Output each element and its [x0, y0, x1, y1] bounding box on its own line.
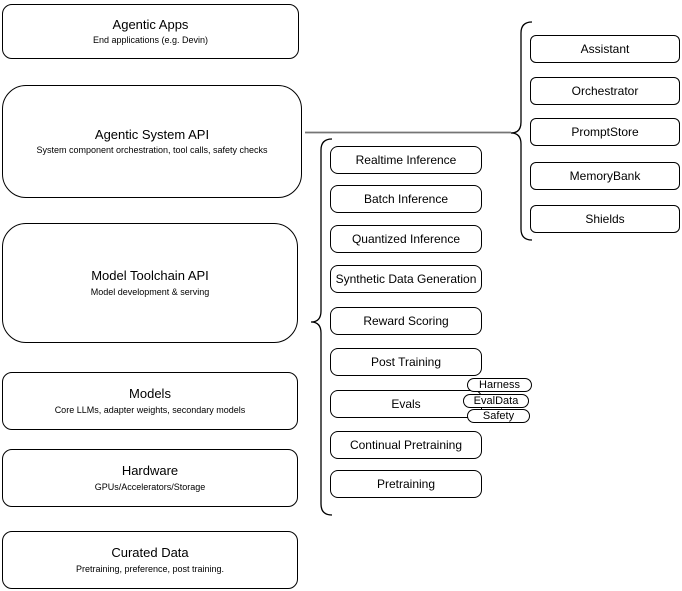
tag-safety: Safety	[467, 409, 530, 423]
node-label: Reward Scoring	[363, 314, 449, 328]
node-label: Pretraining	[376, 477, 436, 491]
node-label: Shields	[585, 212, 625, 226]
node-label: PromptStore	[571, 125, 639, 139]
node-title: Models	[129, 386, 171, 402]
node-orchestrator: Orchestrator	[530, 77, 680, 105]
tag-evaldata: EvalData	[463, 394, 529, 408]
node-realtime-inference: Realtime Inference	[330, 146, 482, 174]
node-subtitle: Pretraining, preference, post training.	[75, 563, 225, 574]
node-label: Continual Pretraining	[349, 438, 463, 452]
node-quantized-inference: Quantized Inference	[330, 225, 482, 253]
brace-toolchain	[310, 138, 333, 516]
node-post-training: Post Training	[330, 348, 482, 376]
node-agentic-system-api: Agentic System API System component orch…	[2, 85, 302, 198]
tag-label: Harness	[479, 378, 520, 391]
node-evals: Evals	[330, 390, 482, 418]
node-pretraining: Pretraining	[330, 470, 482, 498]
node-continual-pretraining: Continual Pretraining	[330, 431, 482, 459]
node-subtitle: System component orchestration, tool cal…	[36, 145, 268, 156]
node-label: MemoryBank	[569, 169, 641, 183]
node-models: Models Core LLMs, adapter weights, secon…	[2, 372, 298, 430]
node-agentic-apps: Agentic Apps End applications (e.g. Devi…	[2, 4, 299, 59]
node-title: Agentic System API	[94, 126, 210, 142]
tag-label: EvalData	[473, 394, 519, 407]
node-curated-data: Curated Data Pretraining, preference, po…	[2, 531, 298, 589]
node-title: Agentic Apps	[112, 16, 189, 32]
node-title: Hardware	[121, 463, 179, 479]
node-batch-inference: Batch Inference	[330, 185, 482, 213]
node-title: Model Toolchain API	[91, 268, 209, 284]
node-label: Synthetic Data Generation	[335, 272, 477, 286]
node-label: Orchestrator	[571, 84, 639, 98]
node-label: Quantized Inference	[351, 232, 461, 246]
node-reward-scoring: Reward Scoring	[330, 307, 482, 335]
node-synthetic-data-generation: Synthetic Data Generation	[330, 265, 482, 293]
tag-label: Safety	[482, 409, 515, 422]
node-assistant: Assistant	[530, 35, 680, 63]
node-label: Batch Inference	[363, 192, 449, 206]
node-subtitle: GPUs/Accelerators/Storage	[94, 481, 206, 492]
node-subtitle: End applications (e.g. Devin)	[92, 35, 209, 46]
node-subtitle: Model development & serving	[90, 286, 210, 297]
node-label: Post Training	[370, 355, 442, 369]
node-subtitle: Core LLMs, adapter weights, secondary mo…	[54, 404, 246, 415]
node-label: Realtime Inference	[355, 153, 457, 167]
node-label: Evals	[391, 397, 421, 411]
node-label: Assistant	[580, 42, 630, 56]
node-title: Curated Data	[111, 545, 189, 561]
brace-system-components	[510, 21, 533, 241]
node-promptstore: PromptStore	[530, 118, 680, 146]
node-hardware: Hardware GPUs/Accelerators/Storage	[2, 449, 298, 507]
node-shields: Shields	[530, 205, 680, 233]
node-model-toolchain-api: Model Toolchain API Model development & …	[2, 223, 298, 343]
tag-harness: Harness	[467, 378, 532, 392]
node-memorybank: MemoryBank	[530, 162, 680, 190]
